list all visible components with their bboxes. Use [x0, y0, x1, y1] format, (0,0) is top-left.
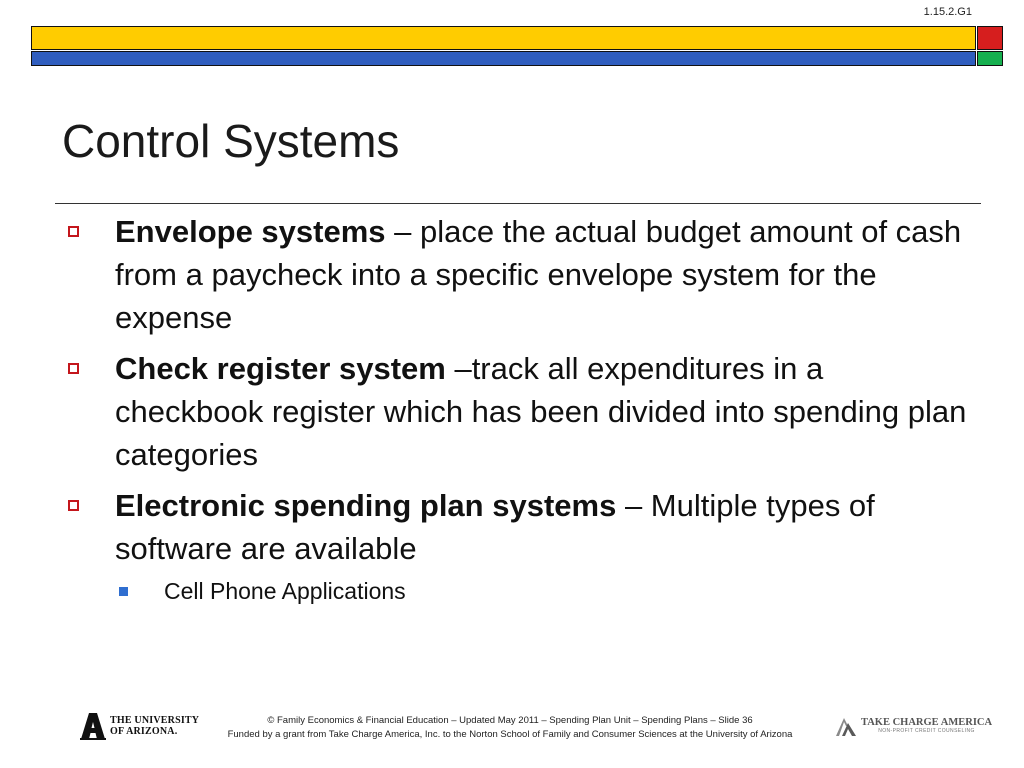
sub-bullet-item: Cell Phone Applications [62, 576, 972, 606]
header-bar-yellow [31, 26, 976, 50]
university-of-arizona-logo: THE UNIVERSITY OF ARIZONA. [80, 712, 199, 740]
bullet-term: Electronic spending plan systems [115, 488, 617, 523]
footer-line-2: Funded by a grant from Take Charge Ameri… [227, 729, 793, 740]
title-divider [55, 203, 981, 204]
bullet-item-electronic: Electronic spending plan systems – Multi… [62, 484, 972, 570]
logo-line-1: THE UNIVERSITY [110, 715, 200, 726]
hollow-square-bullet-icon [68, 226, 79, 237]
footer: © Family Economics & Financial Education… [190, 714, 830, 742]
footer-line-1: © Family Economics & Financial Education… [267, 715, 753, 726]
logo-tagline: NON-PROFIT CREDIT COUNSELING [878, 728, 975, 734]
header-bar-blue [31, 51, 976, 66]
slide-title: Control Systems [62, 115, 400, 167]
hollow-square-bullet-icon [68, 500, 79, 511]
bullet-text: – place the actual budget amount of cash… [115, 214, 962, 335]
bullet-text: – Multiple types of software are availab… [115, 488, 875, 566]
bullet-text: –track all expenditures in a checkbook r… [115, 351, 967, 472]
take-charge-america-icon [836, 718, 856, 736]
bullet-item-check-register: Check register system –track all expendi… [62, 347, 972, 476]
header-square-green [977, 51, 1003, 66]
sub-bullet-text: Cell Phone Applications [164, 578, 406, 604]
filled-square-bullet-icon [119, 587, 128, 596]
bullet-list: Envelope systems – place the actual budg… [62, 210, 972, 606]
bullet-term: Envelope systems [115, 214, 386, 249]
bullet-item-envelope: Envelope systems – place the actual budg… [62, 210, 972, 339]
arizona-a-icon [80, 713, 106, 740]
header-square-red [977, 26, 1003, 50]
slide-code: 1.15.2.G1 [923, 6, 972, 18]
logo-name: TAKE CHARGE AMERICA [861, 717, 993, 728]
logo-line-2: OF ARIZONA. [110, 726, 178, 737]
bullet-term: Check register system [115, 351, 446, 386]
hollow-square-bullet-icon [68, 363, 79, 374]
take-charge-america-logo: TAKE CHARGE AMERICA NON-PROFIT CREDIT CO… [834, 714, 992, 738]
